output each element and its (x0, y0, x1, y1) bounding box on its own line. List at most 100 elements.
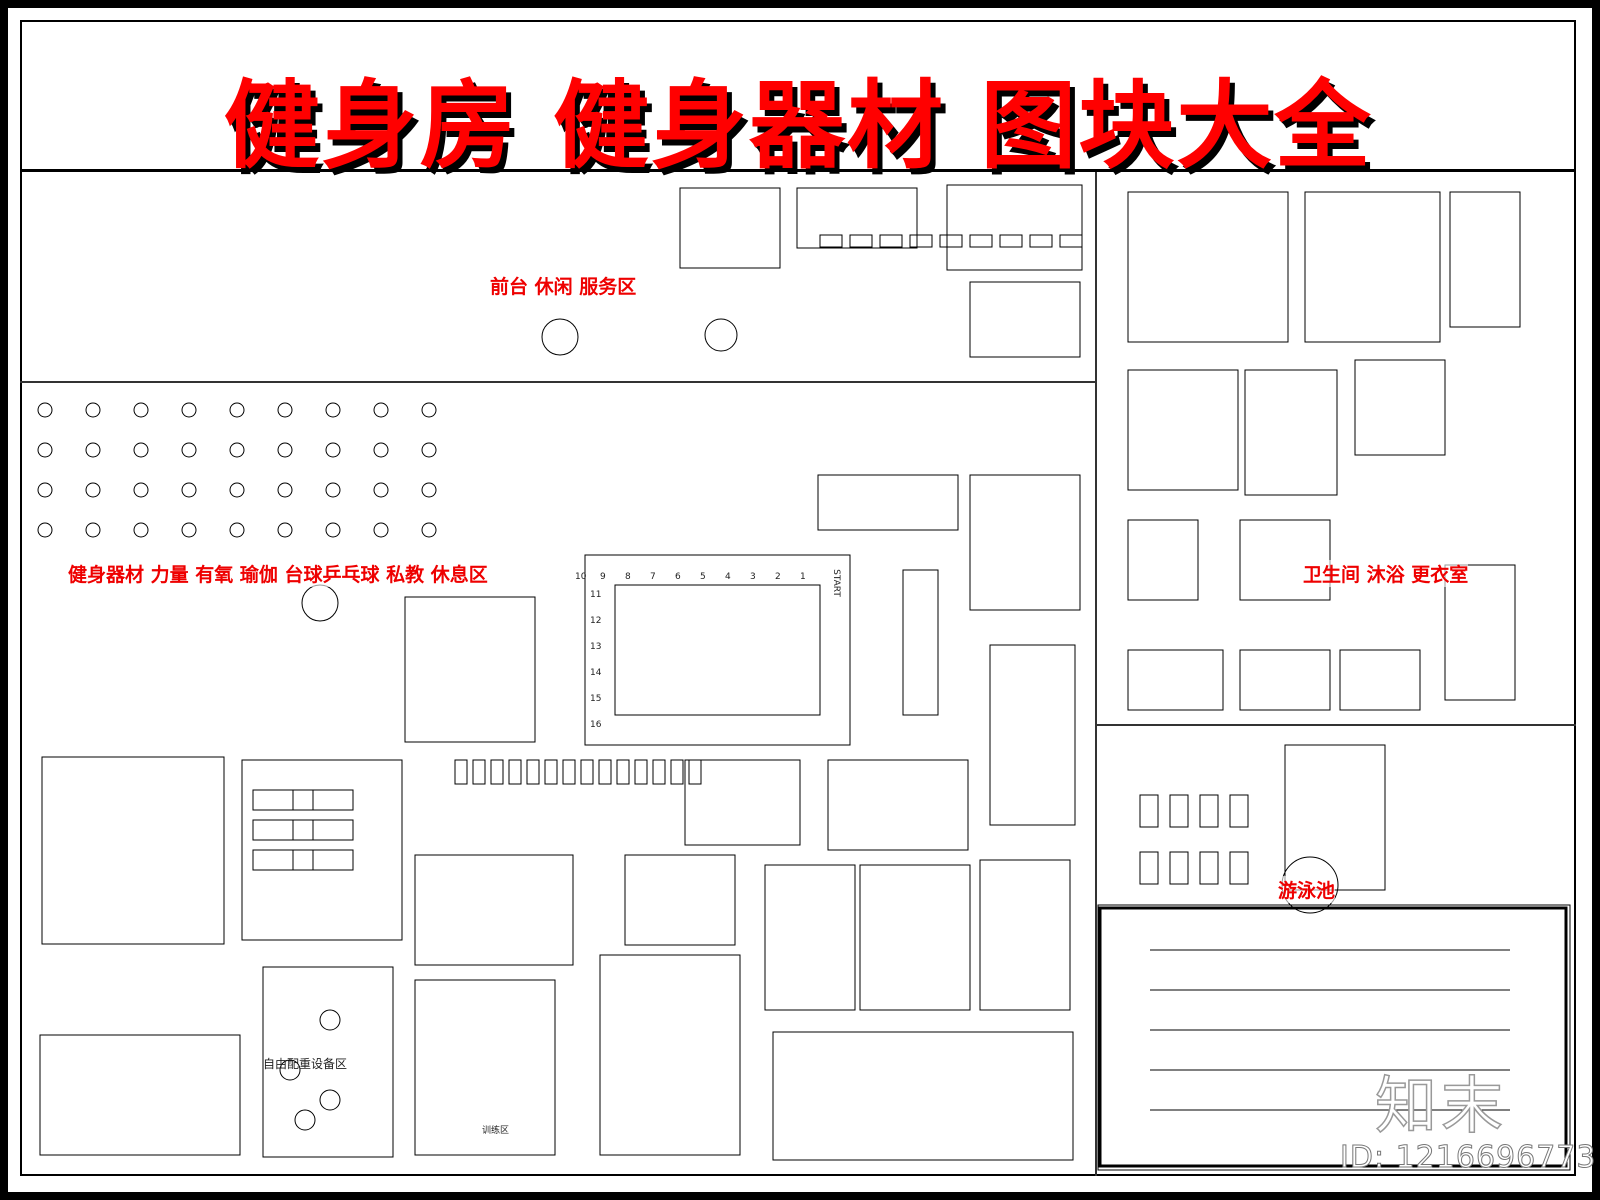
room-plan (39, 1034, 241, 1156)
pool-bench (1229, 794, 1249, 828)
room-plan (1244, 369, 1338, 496)
treadmill (472, 759, 486, 785)
track-number: 3 (750, 572, 756, 582)
fitness-machine-icon (229, 402, 245, 418)
room-plan (1284, 744, 1386, 891)
track-number: 16 (590, 720, 602, 730)
running-track (584, 554, 851, 746)
equipment-symbol (319, 1009, 341, 1031)
fitness-machine-icon (133, 482, 149, 498)
fitness-machine-icon (325, 482, 341, 498)
equipment-symbol (294, 1109, 316, 1131)
fitness-machine-icon (181, 482, 197, 498)
track-number: 8 (625, 572, 631, 582)
desk (849, 234, 873, 248)
treadmill (634, 759, 648, 785)
room-plan (624, 854, 736, 946)
divider-right (1096, 724, 1576, 726)
fitness-machine-icon (229, 442, 245, 458)
treadmill (598, 759, 612, 785)
section-label-restroom: 卫生间 沐浴 更衣室 (1303, 560, 1469, 587)
desk (939, 234, 963, 248)
fitness-machine-icon (325, 522, 341, 538)
sheet-title: 健身房 健身器材 图块大全 (223, 70, 1373, 182)
room-plan (859, 864, 971, 1011)
track-number: 5 (700, 572, 706, 582)
fitness-machine-icon (229, 482, 245, 498)
area-label-training: 训练区 (482, 1126, 510, 1136)
section-label-pool: 游泳池 (1278, 876, 1336, 903)
equipment-symbol (704, 318, 738, 352)
room-plan (599, 954, 741, 1156)
room-plan (989, 644, 1076, 826)
treadmill (454, 759, 468, 785)
room-plan (969, 281, 1081, 358)
room-plan (679, 187, 781, 269)
room-plan (1239, 649, 1331, 711)
pool-bench (1169, 851, 1189, 885)
room-plan (817, 474, 959, 531)
fitness-machine-icon (373, 522, 389, 538)
equipment-symbol (301, 584, 339, 622)
track-number: 11 (590, 590, 602, 600)
fitness-machine-icon (421, 442, 437, 458)
divider-top-left (20, 381, 1096, 383)
track-number: 9 (600, 572, 606, 582)
room-plan (684, 759, 801, 846)
fitness-machine-icon (85, 482, 101, 498)
pool-bench (1139, 851, 1159, 885)
pool-bench (1139, 794, 1159, 828)
divider-vertical (1095, 172, 1097, 1176)
treadmill (652, 759, 666, 785)
room-plan (1127, 369, 1239, 491)
fitness-machine-icon (85, 402, 101, 418)
pool-bench (1169, 794, 1189, 828)
room-plan (946, 184, 1083, 271)
pool-bench (1229, 851, 1249, 885)
fitness-machine-icon (37, 402, 53, 418)
treadmill (688, 759, 702, 785)
image-id: ID: 1216696773 (1339, 1140, 1597, 1176)
room-plan (969, 474, 1081, 611)
room-plan (1339, 649, 1421, 711)
fitness-machine-icon (181, 442, 197, 458)
section-label-equipment: 健身器材 力量 有氧 瑜伽 台球乒乓球 私教 休息区 (68, 560, 488, 587)
track-number: 2 (775, 572, 781, 582)
room-table (252, 849, 314, 871)
room-plan (1304, 191, 1441, 343)
desk (879, 234, 903, 248)
desk (999, 234, 1023, 248)
fitness-machine-icon (85, 522, 101, 538)
track-number: 7 (650, 572, 656, 582)
room-plan (827, 759, 969, 851)
fitness-machine-icon (325, 402, 341, 418)
fitness-machine-icon (133, 402, 149, 418)
swimming-pool (1098, 906, 1568, 1168)
desk (909, 234, 933, 248)
room-plan (1449, 191, 1521, 328)
room-plan (796, 187, 918, 249)
room-plan (1127, 191, 1289, 343)
room-plan (1354, 359, 1446, 456)
desk (969, 234, 993, 248)
fitness-machine-icon (37, 442, 53, 458)
track-number: 14 (590, 668, 602, 678)
fitness-machine-icon (373, 402, 389, 418)
track-number: 10 (575, 572, 587, 582)
fitness-machine-icon (37, 482, 53, 498)
room-plan (404, 596, 536, 743)
fitness-machine-icon (277, 482, 293, 498)
room-table (292, 789, 354, 811)
room-plan (1444, 564, 1516, 701)
treadmill (616, 759, 630, 785)
room-plan (41, 756, 225, 945)
fitness-machine-icon (133, 442, 149, 458)
fitness-machine-icon (421, 522, 437, 538)
room-table (252, 819, 314, 841)
treadmill (508, 759, 522, 785)
title-block: 健身房 健身器材 图块大全 (20, 20, 1576, 182)
pool-bench (1199, 851, 1219, 885)
treadmill (670, 759, 684, 785)
